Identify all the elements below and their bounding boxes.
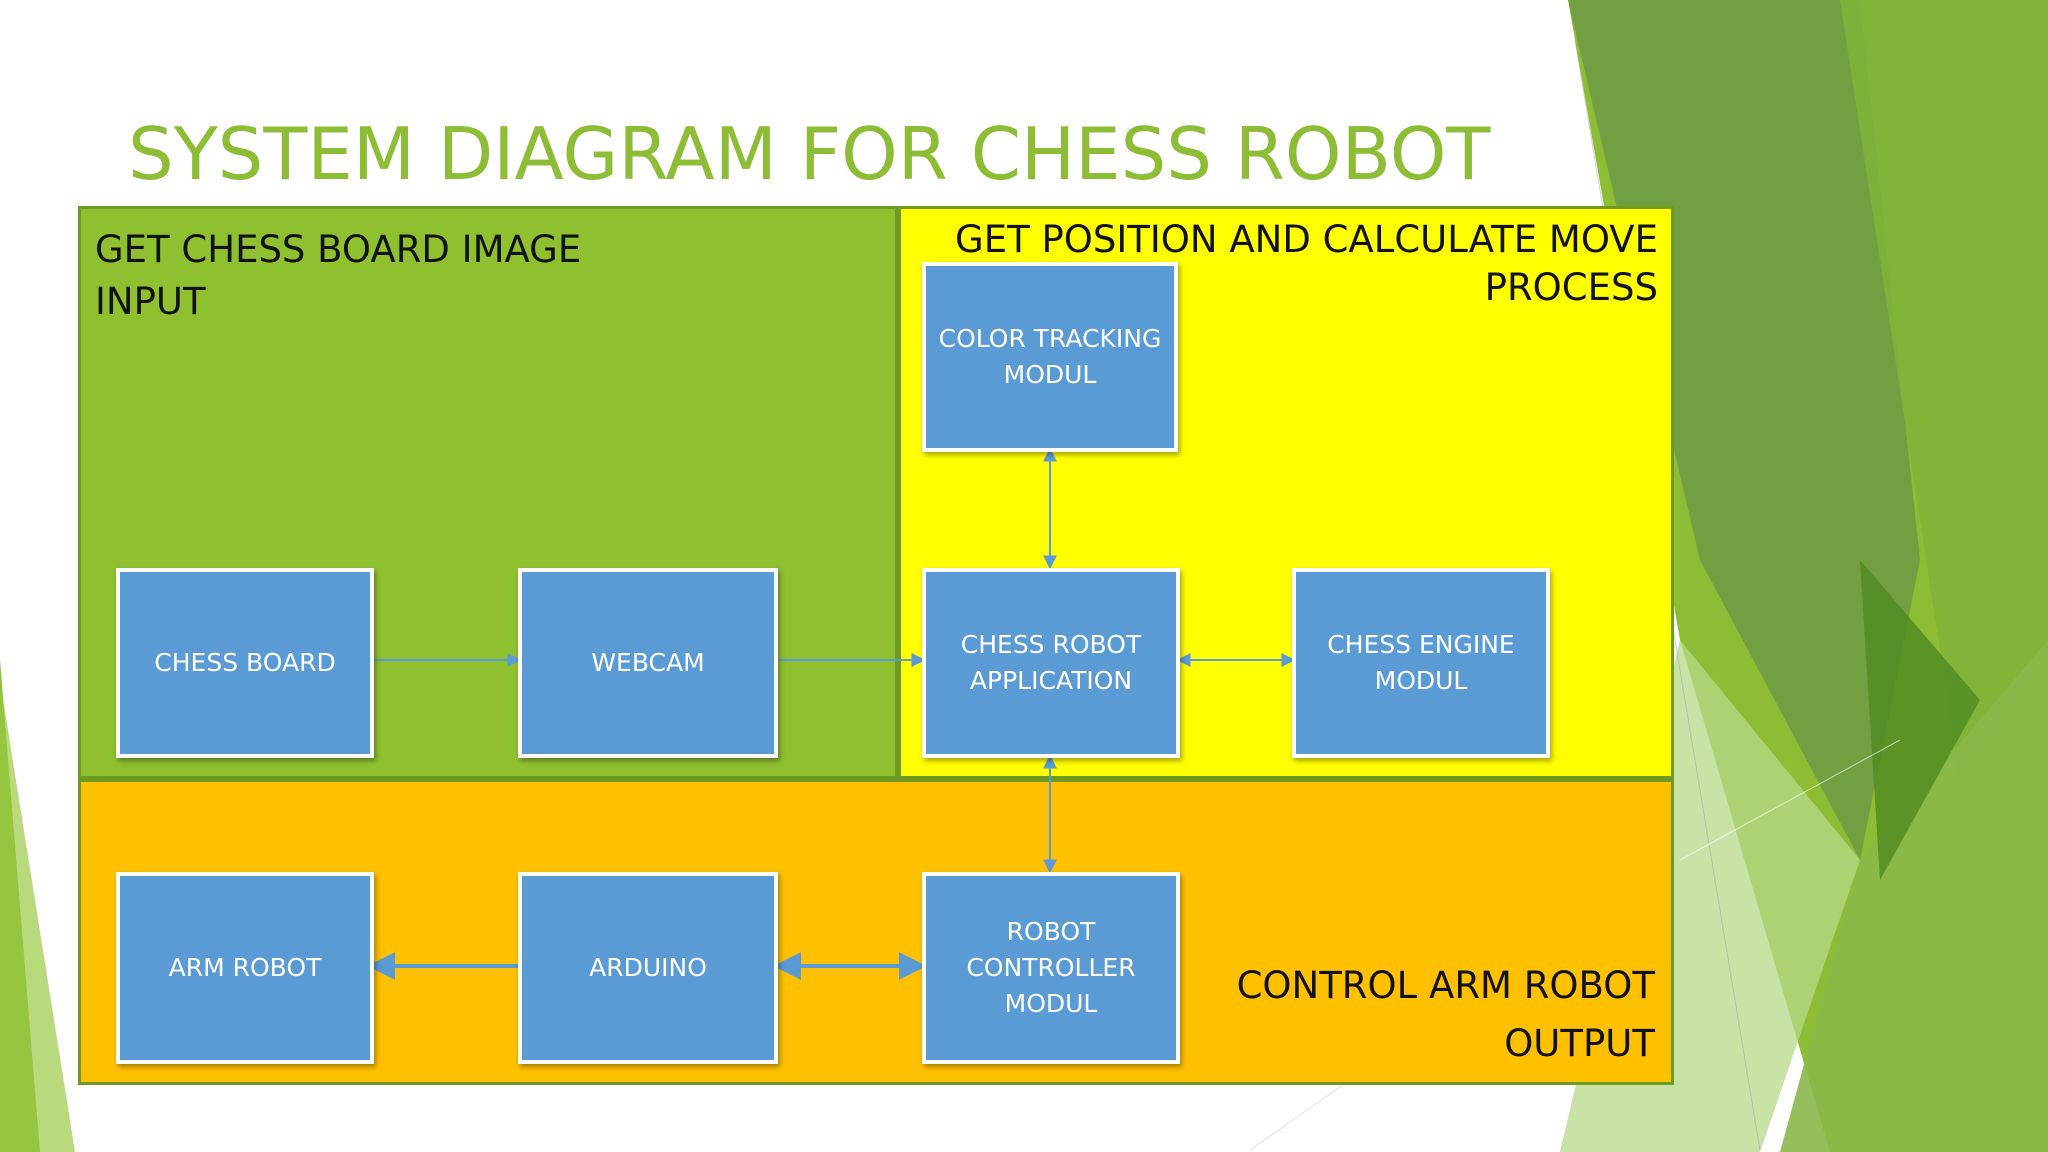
region-output-label-line1: CONTROL ARM ROBOT	[1236, 964, 1655, 1007]
node-arm-robot: ARM ROBOT	[116, 872, 374, 1064]
region-process-label: GET POSITION AND CALCULATE MOVE PROCESS	[955, 216, 1658, 312]
node-chess-robot-app-line2: APPLICATION	[969, 666, 1133, 695]
region-process-label-line2: PROCESS	[1484, 266, 1658, 309]
region-output-label-line2: OUTPUT	[1504, 1022, 1655, 1065]
node-robot-controller-line2: CONTROLLER	[966, 953, 1136, 982]
node-webcam-line1: WEBCAM	[591, 648, 705, 677]
region-output-label: CONTROL ARM ROBOT OUTPUT	[1237, 962, 1655, 1068]
node-arduino-line1: ARDUINO	[589, 953, 707, 982]
node-chess-engine: CHESS ENGINE MODUL	[1292, 568, 1550, 758]
node-color-tracking-line1: COLOR TRACKING	[938, 324, 1162, 353]
node-chess-engine-line2: MODUL	[1374, 666, 1468, 695]
node-robot-controller-line3: MODUL	[1004, 989, 1098, 1018]
node-chess-engine-line1: CHESS ENGINE	[1327, 630, 1515, 659]
node-chess-robot-app: CHESS ROBOT APPLICATION	[922, 568, 1180, 758]
region-process-label-line1: GET POSITION AND CALCULATE MOVE	[955, 218, 1658, 261]
region-input-label-line2: INPUT	[95, 280, 206, 323]
node-chess-board: CHESS BOARD	[116, 568, 374, 758]
node-chess-robot-app-line1: CHESS ROBOT	[960, 630, 1142, 659]
node-robot-controller: ROBOT CONTROLLER MODUL	[922, 872, 1180, 1064]
node-arm-robot-line1: ARM ROBOT	[168, 953, 322, 982]
page-title: SYSTEM DIAGRAM FOR CHESS ROBOT	[128, 112, 1491, 196]
node-color-tracking: COLOR TRACKING MODUL	[922, 262, 1178, 452]
node-arduino: ARDUINO	[518, 872, 778, 1064]
region-input-label: GET CHESS BOARD IMAGE INPUT	[95, 226, 581, 326]
node-robot-controller-line1: ROBOT	[1006, 917, 1096, 946]
node-chess-board-line1: CHESS BOARD	[154, 648, 336, 677]
node-color-tracking-line2: MODUL	[1003, 360, 1097, 389]
region-input-label-line1: GET CHESS BOARD IMAGE	[95, 228, 582, 271]
node-webcam: WEBCAM	[518, 568, 778, 758]
